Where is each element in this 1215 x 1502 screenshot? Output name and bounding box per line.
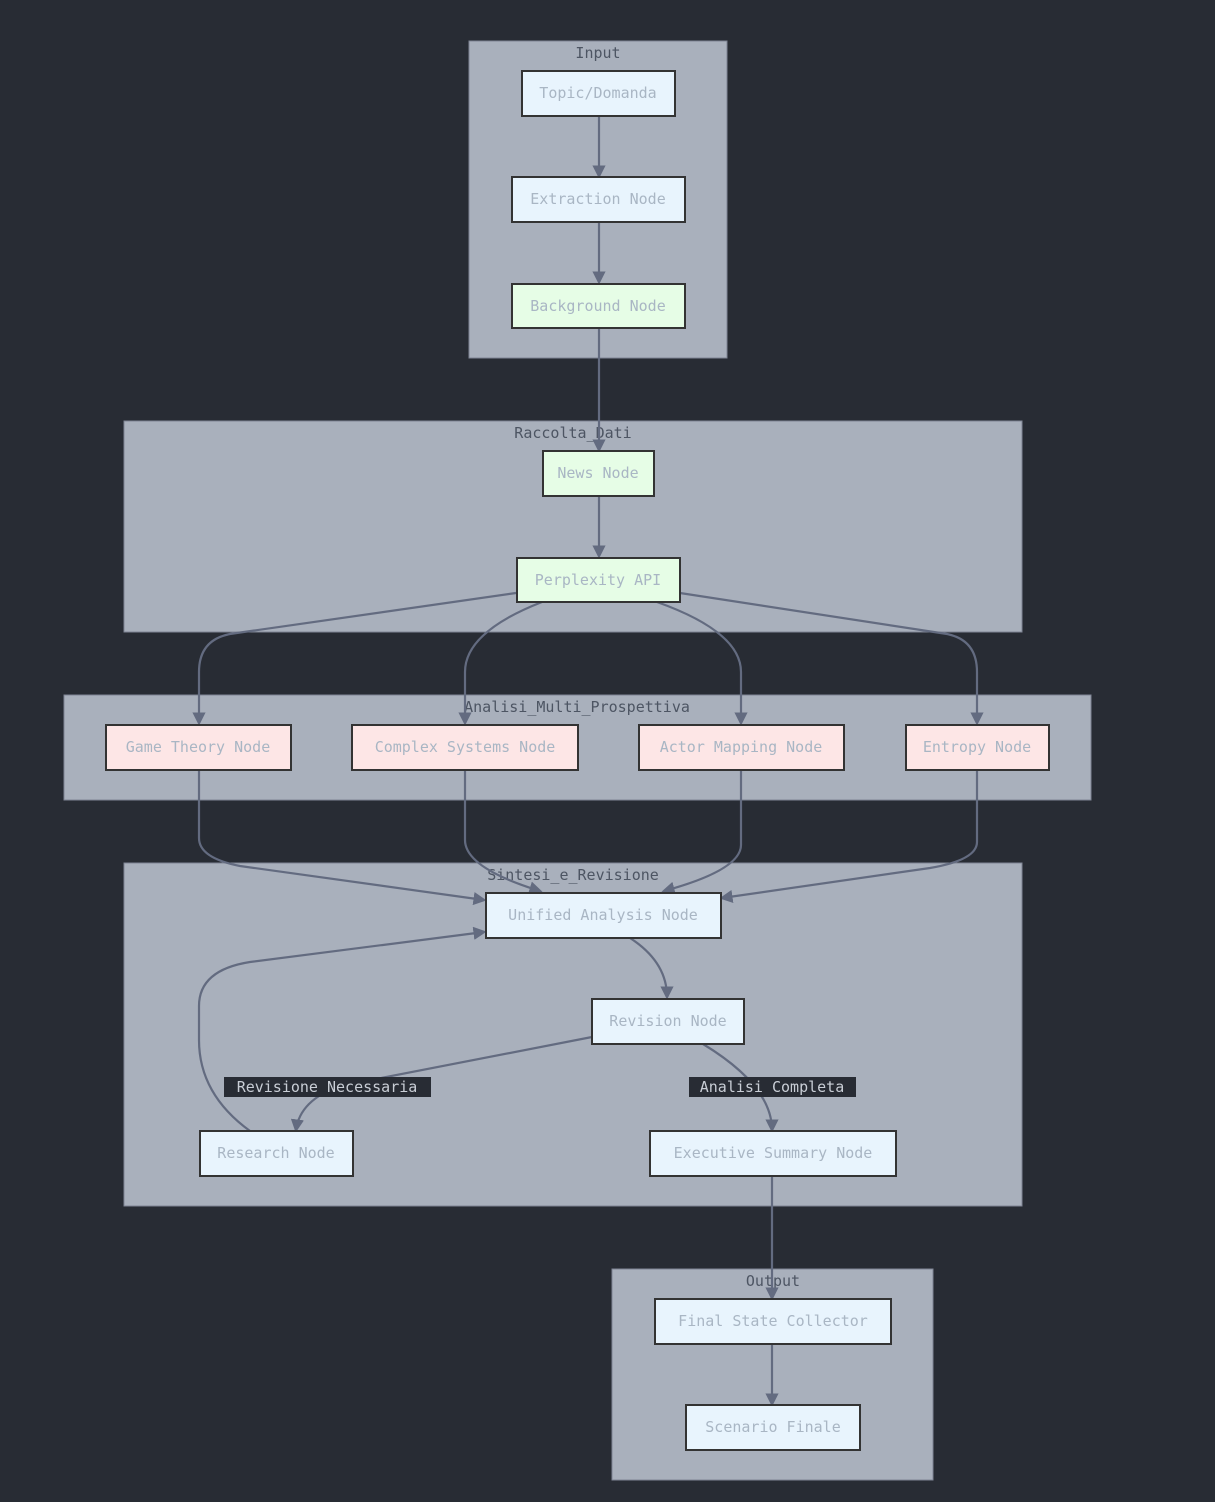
node-revision-label: Revision Node (609, 1012, 726, 1030)
node-scenario-finale[interactable]: Scenario Finale (685, 1404, 861, 1451)
node-news[interactable]: News Node (542, 450, 655, 497)
edge-label-completa-text: Analisi Completa (700, 1078, 845, 1096)
edge-label-revisione-text: Revisione Necessaria (237, 1078, 418, 1096)
node-executive-summary[interactable]: Executive Summary Node (649, 1130, 897, 1177)
edge-label-revisione-necessaria: Revisione Necessaria (224, 1077, 431, 1097)
edge-unified-revision (629, 937, 674, 1000)
node-game-theory[interactable]: Game Theory Node (105, 724, 292, 771)
node-revision[interactable]: Revision Node (591, 998, 745, 1045)
edge-actormapping-unified (661, 770, 743, 895)
node-background[interactable]: Background Node (511, 283, 686, 329)
node-complex-systems[interactable]: Complex Systems Node (351, 724, 579, 771)
cluster-raccolta-dati-label: Raccolta_Dati (514, 424, 631, 442)
cluster-sintesi-label: Sintesi_e_Revisione (487, 866, 659, 884)
node-topic[interactable]: Topic/Domanda (521, 70, 676, 117)
node-actor-mapping-label: Actor Mapping Node (660, 738, 823, 756)
edge-label-analisi-completa: Analisi Completa (689, 1077, 856, 1097)
node-extraction[interactable]: Extraction Node (511, 176, 686, 223)
node-game-theory-label: Game Theory Node (126, 738, 271, 756)
node-unified-analysis[interactable]: Unified Analysis Node (485, 892, 722, 939)
edge-entropy-unified (719, 770, 979, 904)
node-perplexity-label: Perplexity API (535, 571, 661, 589)
edge-research-unified (197, 926, 487, 1132)
edges (192, 116, 984, 1407)
cluster-analisi-label: Analisi_Multi_Prospettiva (464, 698, 690, 716)
edge-perplexity-entropy (679, 591, 984, 726)
node-entropy-label: Entropy Node (923, 738, 1031, 756)
node-scenario-finale-label: Scenario Finale (705, 1418, 840, 1436)
edge-perplexity-gametheory (192, 591, 517, 726)
node-news-label: News Node (557, 464, 638, 482)
node-topic-label: Topic/Domanda (539, 84, 656, 102)
edge-perplexity-complexsystems (458, 600, 543, 726)
node-executive-summary-label: Executive Summary Node (674, 1144, 873, 1162)
node-final-state-label: Final State Collector (678, 1312, 868, 1330)
node-entropy[interactable]: Entropy Node (905, 724, 1050, 771)
node-unified-analysis-label: Unified Analysis Node (508, 906, 698, 924)
edge-gametheory-unified (197, 770, 487, 906)
node-research-label: Research Node (217, 1144, 334, 1162)
node-background-label: Background Node (530, 297, 665, 315)
node-extraction-label: Extraction Node (530, 190, 665, 208)
edge-complexsystems-unified (463, 770, 543, 895)
node-final-state-collector[interactable]: Final State Collector (654, 1298, 892, 1345)
node-actor-mapping[interactable]: Actor Mapping Node (638, 724, 845, 771)
node-perplexity[interactable]: Perplexity API (516, 557, 681, 603)
edge-perplexity-actormapping (656, 600, 748, 726)
cluster-input-label: Input (575, 44, 620, 62)
node-research[interactable]: Research Node (199, 1130, 354, 1177)
node-complex-systems-label: Complex Systems Node (375, 738, 556, 756)
